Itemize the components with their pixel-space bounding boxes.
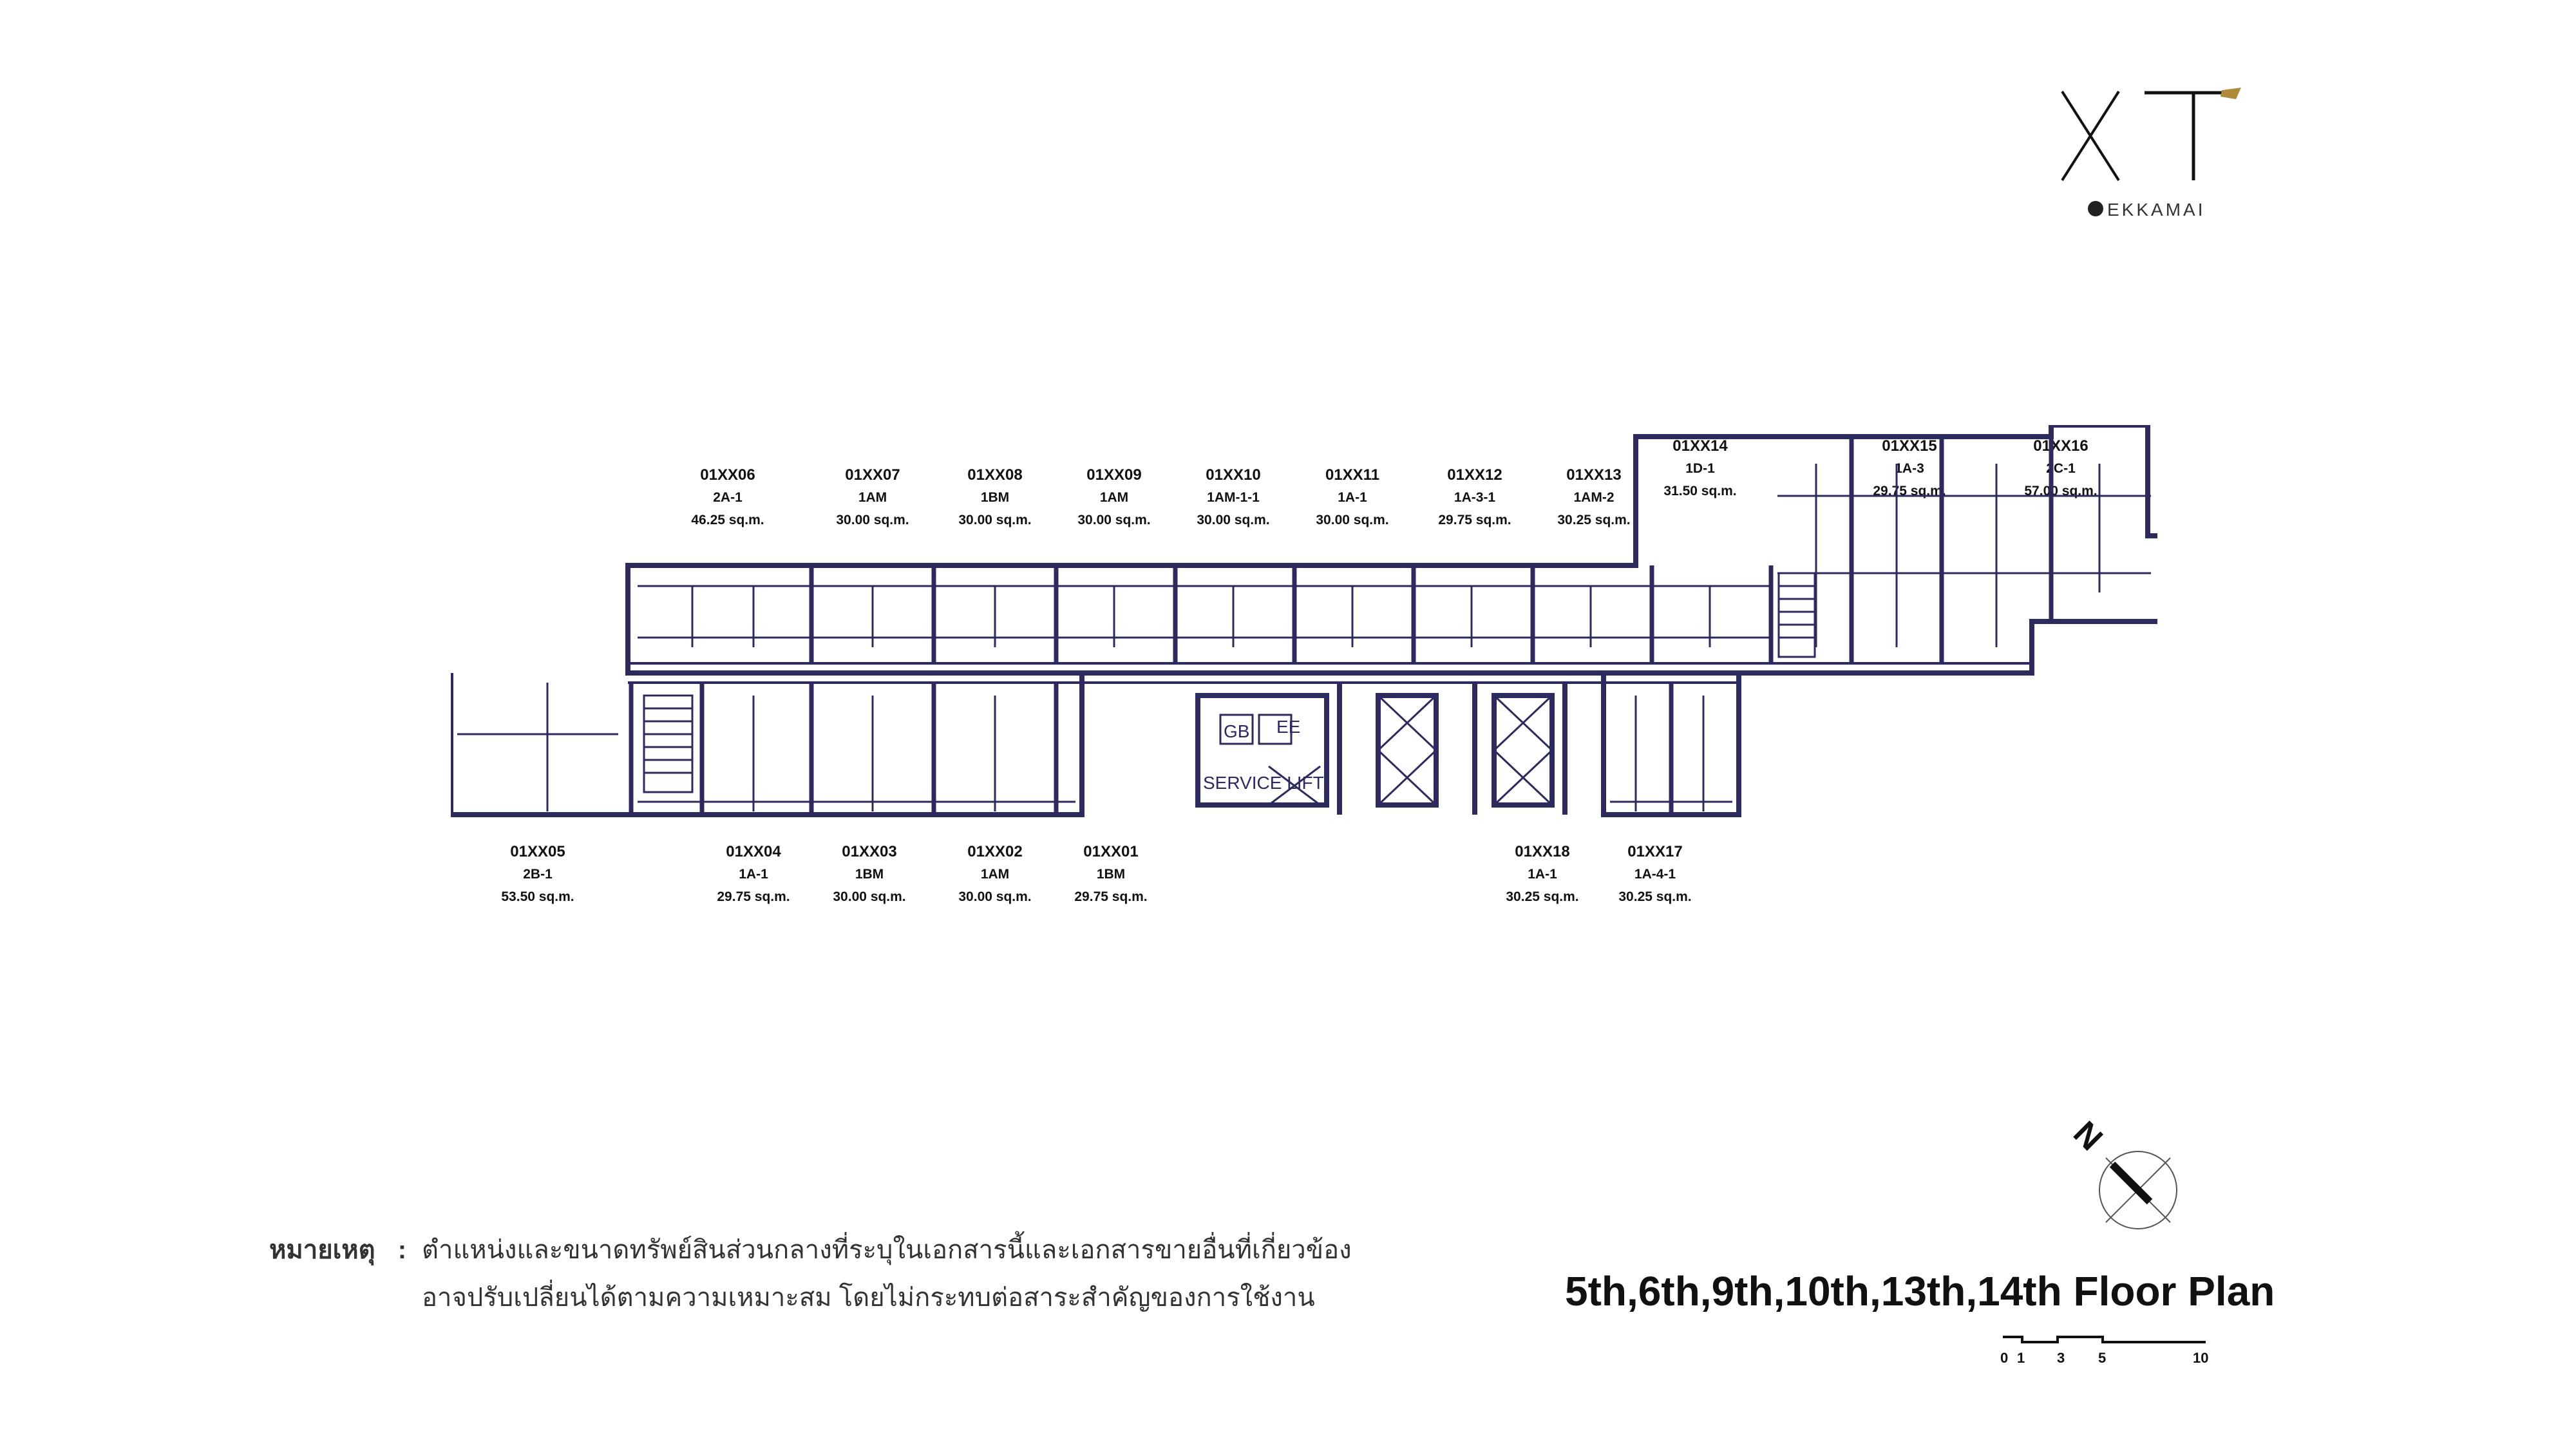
unit-type: 2B-1 xyxy=(523,867,553,882)
unit-type: 1D-1 xyxy=(1685,461,1715,476)
unit-type: 1AM-1-1 xyxy=(1207,490,1260,505)
scale-label-0: 0 xyxy=(2000,1350,2009,1366)
unit-type: 1BM xyxy=(980,490,1010,505)
unit-area: 31.50 sq.m. xyxy=(1663,484,1737,498)
west-wing-outline xyxy=(448,673,1084,817)
unit-code: 01XX07 xyxy=(845,466,900,484)
unit-code: 01XX01 xyxy=(1083,843,1139,860)
unit-label: 01XX18 1A-1 30.25 sq.m. xyxy=(1465,840,1620,909)
unit-area: 30.25 sq.m. xyxy=(1618,889,1692,904)
unit-code: 01XX12 xyxy=(1447,466,1502,484)
unit-area: 30.00 sq.m. xyxy=(958,889,1032,904)
unit-code: 01XX15 xyxy=(1882,437,1937,455)
unit-type: 1BM xyxy=(1096,867,1126,882)
unit-code: 01XX06 xyxy=(700,466,755,484)
unit-code: 01XX16 xyxy=(2033,437,2088,455)
gb-room-label: GB xyxy=(1224,721,1249,741)
unit-type: 2C-1 xyxy=(2046,461,2076,476)
unit-label: 01XX06 2A-1 46.25 sq.m. xyxy=(650,464,805,532)
unit-code: 01XX10 xyxy=(1206,466,1261,484)
unit-label: 01XX04 1A-1 29.75 sq.m. xyxy=(676,840,831,909)
unit-area: 29.75 sq.m. xyxy=(1873,484,1946,498)
scale-label-1: 1 xyxy=(2017,1350,2025,1366)
compass-icon: N xyxy=(2066,1114,2177,1229)
note-heading: หมายเหตุ : xyxy=(269,1229,406,1270)
unit-label: 01XX11 1A-1 30.00 sq.m. xyxy=(1275,464,1430,532)
unit-code: 01XX17 xyxy=(1627,843,1683,860)
unit-type: 1A-1 xyxy=(1338,490,1367,505)
unit-area: 30.25 sq.m. xyxy=(1557,513,1631,527)
floor-plan-drawing: GB EE SERVICE LIFT xyxy=(448,422,2163,927)
unit-type: 1AM xyxy=(1099,490,1129,505)
unit-label: 01XX14 1D-1 31.50 sq.m. xyxy=(1623,435,1777,503)
unit-label: 01XX05 2B-1 53.50 sq.m. xyxy=(460,840,615,909)
unit-type: 1A-1 xyxy=(1528,867,1557,882)
brand-logo: EKKAMAI xyxy=(2048,84,2260,232)
unit-label: 01XX02 1AM 30.00 sq.m. xyxy=(918,840,1072,909)
unit-label: 01XX01 1BM 29.75 sq.m. xyxy=(1034,840,1188,909)
ee-room-label: EE xyxy=(1276,717,1300,737)
note-line-1: ตำแหน่งและขนาดทรัพย์สินส่วนกลางที่ระบุใน… xyxy=(422,1236,1352,1264)
service-lift-label: SERVICE LIFT xyxy=(1203,773,1324,793)
unit-code: 01XX09 xyxy=(1086,466,1142,484)
unit-code: 01XX04 xyxy=(726,843,781,860)
unit-label: 01XX17 1A-4-1 30.25 sq.m. xyxy=(1578,840,1732,909)
unit-area: 29.75 sq.m. xyxy=(717,889,790,904)
unit-type: 1A-1 xyxy=(739,867,768,882)
unit-area: 30.00 sq.m. xyxy=(1197,513,1270,527)
unit-code: 01XX02 xyxy=(967,843,1023,860)
unit-area: 30.25 sq.m. xyxy=(1506,889,1579,904)
unit-area: 30.00 sq.m. xyxy=(1077,513,1151,527)
logo-globe-icon xyxy=(2088,201,2103,216)
unit-type: 1BM xyxy=(855,867,884,882)
unit-type: 1A-4-1 xyxy=(1634,867,1676,882)
floor-plan-title: 5th,6th,9th,10th,13th,14th Floor Plan xyxy=(1565,1268,2275,1314)
unit-label: 01XX15 1A-3 29.75 sq.m. xyxy=(1832,435,1987,503)
north-label: N xyxy=(2067,1114,2110,1158)
unit-label: 01XX09 1AM 30.00 sq.m. xyxy=(1037,464,1191,532)
building-outline xyxy=(625,422,2163,676)
unit-label: 01XX10 1AM-1-1 30.00 sq.m. xyxy=(1156,464,1311,532)
unit-type: 1AM xyxy=(858,490,887,505)
unit-code: 01XX18 xyxy=(1515,843,1570,860)
unit-label: 01XX13 1AM-2 30.25 sq.m. xyxy=(1517,464,1671,532)
unit-area: 29.75 sq.m. xyxy=(1438,513,1511,527)
unit-label: 01XX07 1AM 30.00 sq.m. xyxy=(795,464,950,532)
unit-code: 01XX13 xyxy=(1566,466,1622,484)
unit-code: 01XX08 xyxy=(967,466,1023,484)
unit-area: 29.75 sq.m. xyxy=(1074,889,1148,904)
unit-area: 30.00 sq.m. xyxy=(836,513,909,527)
unit-code: 01XX14 xyxy=(1672,437,1728,455)
unit-area: 30.00 sq.m. xyxy=(1316,513,1389,527)
unit-label: 01XX03 1BM 30.00 sq.m. xyxy=(792,840,947,909)
unit-code: 01XX03 xyxy=(842,843,897,860)
xt-logo-mark xyxy=(2061,88,2241,182)
scale-bar: 0 1 3 5 10 xyxy=(1996,1327,2222,1372)
unit-area: 30.00 sq.m. xyxy=(958,513,1032,527)
unit-code: 01XX05 xyxy=(510,843,565,860)
logo-subtitle: EKKAMAI xyxy=(2107,200,2206,220)
unit-area: 53.50 sq.m. xyxy=(501,889,574,904)
scale-bar-graphic xyxy=(2003,1336,2206,1343)
unit-type: 1AM-2 xyxy=(1573,490,1615,505)
floor-plan-svg: GB EE SERVICE LIFT xyxy=(448,422,2163,817)
unit-type: 2A-1 xyxy=(713,490,743,505)
unit-area: 46.25 sq.m. xyxy=(691,513,764,527)
unit-type: 1AM xyxy=(980,867,1010,882)
note-heading-text: หมายเหตุ xyxy=(269,1236,375,1264)
unit-label: 01XX16 2C-1 57.00 sq.m. xyxy=(1984,435,2138,503)
unit-label: 01XX08 1BM 30.00 sq.m. xyxy=(918,464,1072,532)
scale-label-3: 3 xyxy=(2057,1350,2065,1366)
scale-label-5: 5 xyxy=(2098,1350,2107,1366)
unit-label: 01XX12 1A-3-1 29.75 sq.m. xyxy=(1397,464,1552,532)
north-compass: N xyxy=(2066,1114,2196,1243)
note-colon: : xyxy=(397,1236,407,1264)
unit-type: 1A-3-1 xyxy=(1454,490,1496,505)
unit-area: 57.00 sq.m. xyxy=(2024,484,2098,498)
unit-type: 1A-3 xyxy=(1895,461,1924,476)
scale-label-10: 10 xyxy=(2193,1350,2209,1366)
unit-code: 01XX11 xyxy=(1325,466,1380,484)
note-line-2: อาจปรับเปลี่ยนได้ตามความเหมาะสม โดยไม่กร… xyxy=(422,1283,1315,1312)
unit-area: 30.00 sq.m. xyxy=(833,889,906,904)
